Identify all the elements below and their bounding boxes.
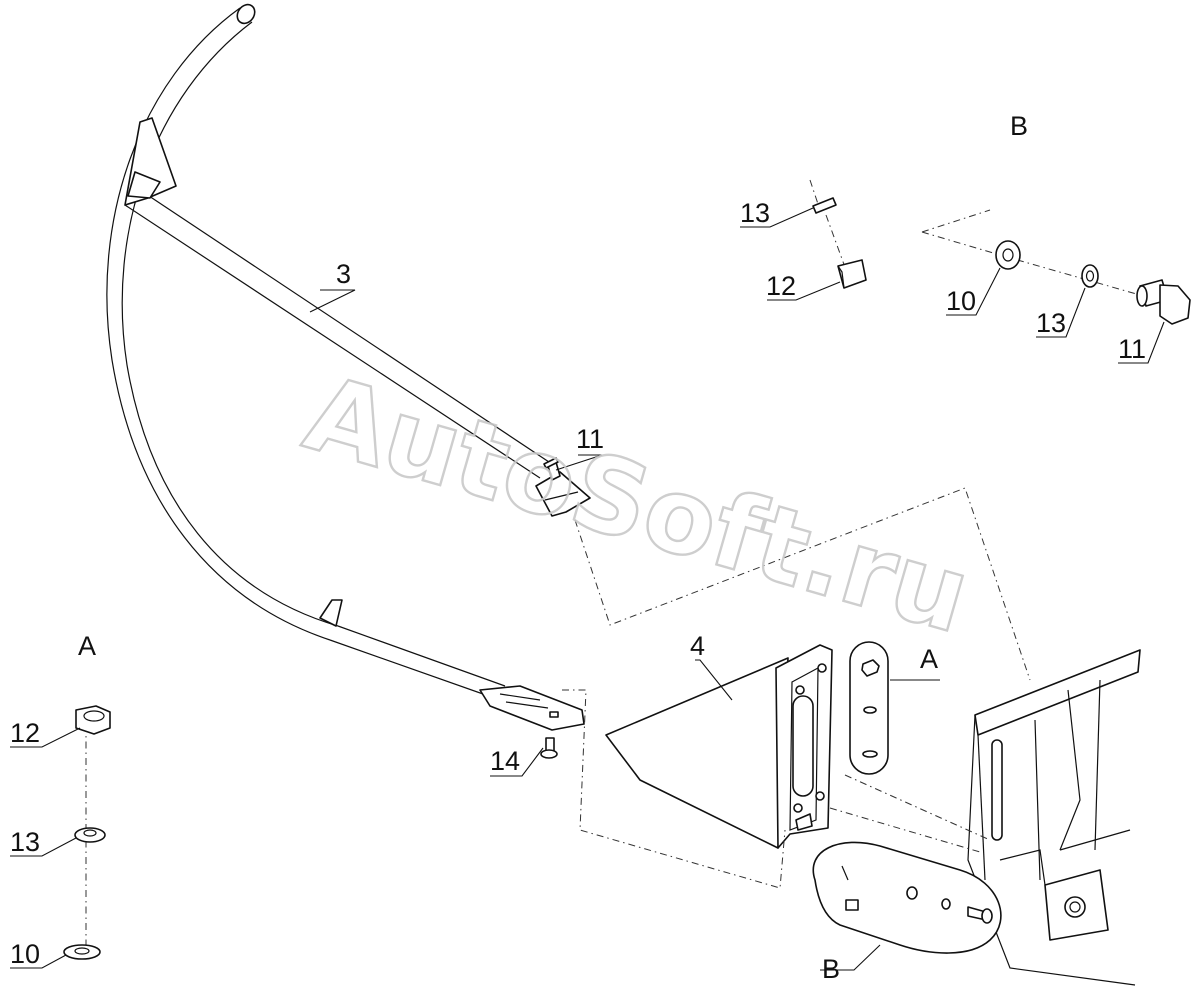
- leader-lines: [10, 207, 1165, 971]
- detail-label-a: A: [920, 644, 938, 674]
- view-a-parts: [63, 705, 111, 960]
- callout-11-main: 11: [576, 424, 604, 454]
- detail-a-callout: [849, 641, 889, 775]
- callout-11-view-b: 11: [1118, 334, 1146, 364]
- view-b-parts: [812, 197, 1191, 325]
- machine-body: [967, 649, 1141, 986]
- detail-label-b: B: [822, 954, 840, 984]
- assembly-lines: [85, 179, 1141, 955]
- screw-14: [540, 737, 558, 759]
- view-label-a: A: [78, 631, 96, 661]
- callout-14: 14: [490, 746, 520, 776]
- callout-13-view-b: 13: [1036, 308, 1066, 338]
- callout-13-top: 13: [740, 198, 770, 228]
- deflector-part-4: [605, 644, 833, 849]
- callout-13-view-a: 13: [10, 827, 40, 857]
- view-label-b: B: [1010, 111, 1028, 141]
- watermark: AutoSoft.ru: [293, 352, 982, 657]
- callout-3: 3: [336, 259, 351, 289]
- callout-12-view-b: 12: [766, 271, 796, 301]
- callout-10-view-b: 10: [946, 286, 976, 316]
- callout-4: 4: [690, 631, 705, 661]
- detail-b-callout: [812, 841, 1002, 954]
- bolt-11-main: [543, 457, 561, 481]
- tube-frame-part-3: [106, 3, 591, 731]
- callout-12-view-a: 12: [10, 718, 40, 748]
- callout-10-view-a: 10: [10, 939, 40, 969]
